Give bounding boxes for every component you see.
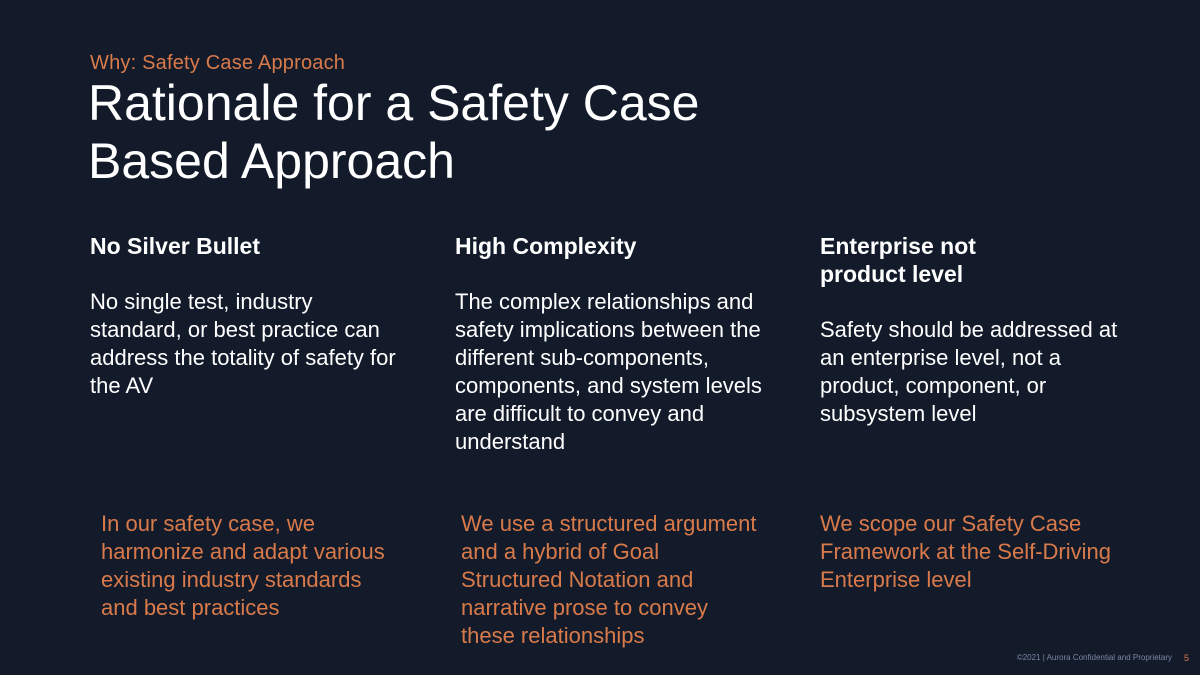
column-enterprise-level: Enterprise not product level Safety shou… (820, 232, 1140, 428)
column-response-text: We scope our Safety Case Framework at th… (820, 511, 1111, 592)
column-no-silver-bullet: No Silver Bullet No single test, industr… (90, 232, 410, 400)
column-high-complexity: High Complexity The complex relationship… (455, 232, 775, 456)
page-number: 5 (1183, 653, 1189, 663)
column-body: Safety should be addressed at an enterpr… (820, 317, 1118, 426)
confidentiality-footer: ©2021 | Aurora Confidential and Propriet… (1016, 653, 1172, 662)
column-response-text: In our safety case, we harmonize and ada… (101, 511, 385, 620)
column-heading: Enterprise not product level (820, 233, 976, 287)
column-heading: No Silver Bullet (90, 233, 260, 259)
slide-title: Rationale for a Safety Case Based Approa… (88, 75, 700, 189)
section-kicker: Why: Safety Case Approach (90, 52, 346, 74)
column-body: The complex relationships and safety imp… (455, 289, 762, 454)
column-body: No single test, industry standard, or be… (90, 289, 396, 398)
column-response-text: We use a structured argument and a hybri… (461, 511, 757, 648)
column-heading: High Complexity (455, 233, 637, 259)
